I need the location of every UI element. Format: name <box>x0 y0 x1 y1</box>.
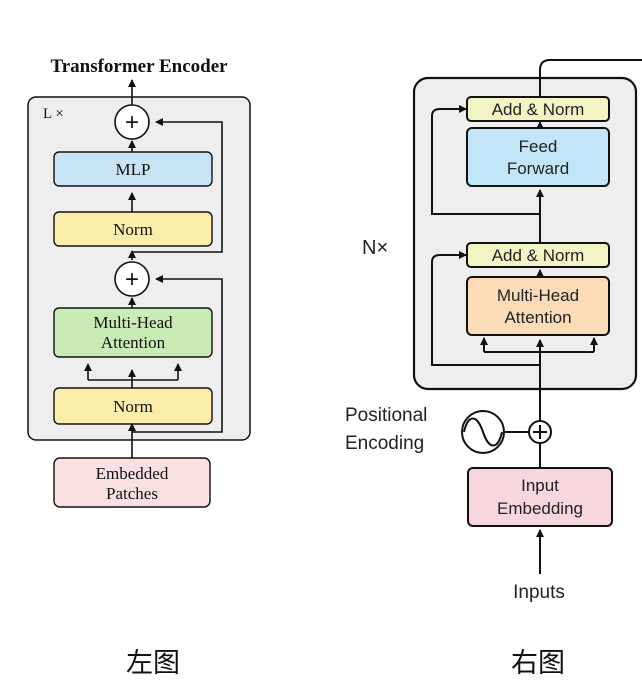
right-pos-label-2: Encoding <box>345 433 424 454</box>
left-attention-box <box>53 307 213 358</box>
left-caption: 左图 <box>126 648 180 679</box>
left-add-bottom-symbol: + <box>125 266 139 293</box>
right-pos-label-1: Positional <box>345 405 427 426</box>
left-norm-top-box <box>53 211 213 247</box>
right-caption: 右图 <box>511 648 565 679</box>
left-input-label-1: Embedded <box>96 464 169 483</box>
right-attention-label-1: Multi-Head <box>497 286 579 305</box>
right-embed-box <box>467 467 613 527</box>
right-pos-wave-curve <box>463 417 503 447</box>
right-ff-label-2: Forward <box>507 159 569 178</box>
left-input-label-2: Patches <box>106 484 158 503</box>
left-norm-bottom-box <box>53 387 213 425</box>
left-attention-label-2: Attention <box>101 333 166 352</box>
right-add-norm-bottom-box <box>466 242 610 268</box>
right-connectors <box>431 59 642 574</box>
right-repeat-label: N× <box>362 237 388 259</box>
left-repeat-label: L × <box>43 106 64 122</box>
left-mlp-box <box>53 151 213 187</box>
left-mlp-label: MLP <box>116 160 151 179</box>
left-diagram: Transformer Encoder L × + + <box>27 56 251 679</box>
right-add-norm-top-box <box>466 96 610 122</box>
right-attention-label-2: Attention <box>504 308 571 327</box>
right-add-norm-bottom-label: Add & Norm <box>492 246 585 265</box>
right-diagram: N× <box>345 59 642 679</box>
left-add-bottom-icon <box>114 261 150 297</box>
left-norm-bottom-label: Norm <box>113 397 153 416</box>
left-norm-top-label: Norm <box>113 220 153 239</box>
right-inputs-label: Inputs <box>513 582 565 603</box>
right-attention-box <box>466 276 610 336</box>
left-input-box <box>53 457 211 508</box>
left-connectors <box>84 79 223 458</box>
left-add-top-icon <box>114 104 150 140</box>
right-encoder-block <box>412 76 638 391</box>
left-title: Transformer Encoder <box>50 56 228 77</box>
right-add-norm-top-label: Add & Norm <box>492 100 585 119</box>
left-attention-label-1: Multi-Head <box>93 313 173 332</box>
left-add-top-symbol: + <box>125 109 139 136</box>
right-embed-label-2: Embedding <box>497 499 583 518</box>
right-ff-label-1: Feed <box>519 137 558 156</box>
right-embed-label-1: Input <box>521 476 559 495</box>
right-ff-box <box>466 127 610 187</box>
